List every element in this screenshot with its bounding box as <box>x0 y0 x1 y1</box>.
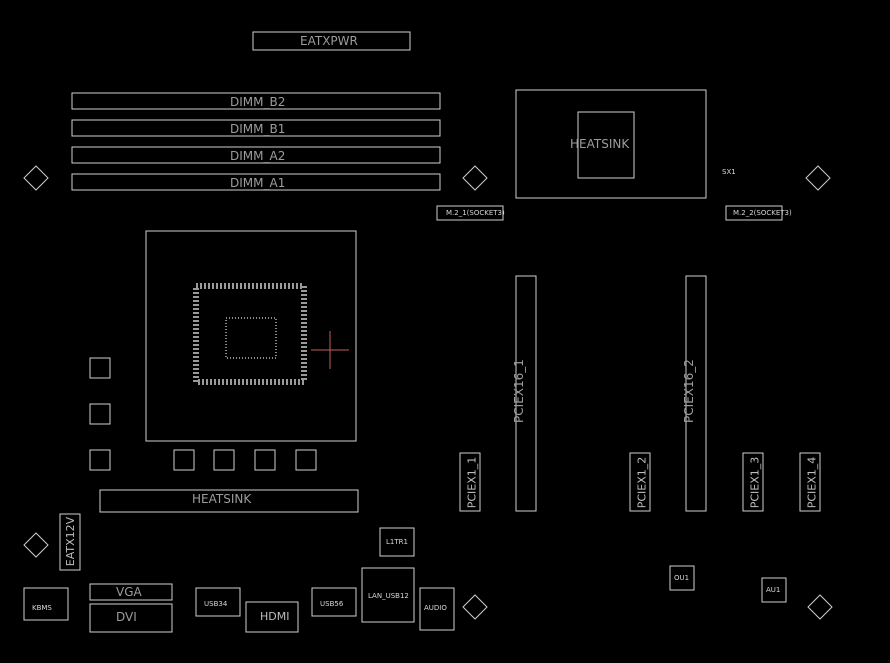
dimm-slot-b1 <box>71 119 441 137</box>
usb34-port <box>195 587 241 617</box>
m2-2-label: M.2_2(SOCKET3) <box>733 209 792 217</box>
vrm-choke <box>89 357 111 379</box>
kbms-port <box>23 587 69 621</box>
vga-port <box>89 583 173 601</box>
dimm-a1-label: DIMM_A1 <box>230 176 286 190</box>
vrm-choke <box>254 449 276 471</box>
vrm-choke <box>89 403 111 425</box>
vrm-heatsink-label: HEATSINK <box>192 492 252 506</box>
audio-port <box>419 587 455 631</box>
l1tr1-component <box>379 527 415 557</box>
cpu-socket <box>145 230 357 442</box>
cpu-pins <box>193 283 307 385</box>
lan-usb-port <box>361 567 415 623</box>
m2-socket-2 <box>725 205 783 221</box>
usb56-port <box>311 587 357 617</box>
vrm-choke <box>173 449 195 471</box>
vga-label: VGA <box>116 585 142 599</box>
kbms-label: KBMS <box>32 604 52 612</box>
pciex1-4-label: PCIEX1_4 <box>805 456 819 509</box>
mount-hole <box>23 532 49 558</box>
chipset-heatsink-label: HEATSINK <box>570 137 630 151</box>
mount-hole <box>462 594 488 620</box>
pciex16-2-label: PCIEX16_2 <box>681 359 696 423</box>
dvi-port <box>89 603 173 633</box>
pciex1-1-label: PCIEX1_1 <box>465 456 479 509</box>
eatx12v-label: EATX12V <box>64 516 78 567</box>
vrm-choke <box>213 449 235 471</box>
chipset <box>577 111 635 179</box>
ou1-chip <box>669 565 695 591</box>
dimm-b1-label: DIMM_B1 <box>230 122 286 136</box>
hdmi-port <box>245 601 299 633</box>
m2-socket-1 <box>436 205 504 221</box>
chipset-heatsink <box>515 89 707 199</box>
dimm-slot-a1 <box>71 173 441 191</box>
pciex1-slot-3 <box>742 452 764 512</box>
lan-usb-label: LAN_USB12 <box>368 592 409 600</box>
dvi-label: DVI <box>116 610 137 624</box>
pciex16-slot-1 <box>515 275 537 512</box>
mount-hole <box>805 165 831 191</box>
ou1-label: OU1 <box>674 574 690 582</box>
pciex1-slot-1 <box>459 452 481 512</box>
dimm-a2-label: DIMM_A2 <box>230 149 286 163</box>
pciex1-slot-4 <box>799 452 821 512</box>
vrm-choke <box>295 449 317 471</box>
dimm-slot-b2 <box>71 92 441 110</box>
usb34-label: USB34 <box>204 600 228 608</box>
pciex16-slot-2 <box>685 275 707 512</box>
m2-1-label: M.2_1(SOCKET3) <box>446 209 505 217</box>
mount-hole <box>807 594 833 620</box>
mount-hole <box>462 165 488 191</box>
dimm-slot-a2 <box>71 146 441 164</box>
pciex1-3-label: PCIEX1_3 <box>748 456 762 509</box>
pciex16-1-label: PCIEX16_1 <box>511 359 526 423</box>
au1-label: AU1 <box>766 586 781 594</box>
eatxpwr-label: EATXPWR <box>300 34 358 48</box>
mount-hole <box>23 165 49 191</box>
eatx12v-connector <box>59 513 81 571</box>
hdmi-label: HDMI <box>260 610 290 623</box>
pciex1-2-label: PCIEX1_2 <box>635 456 649 509</box>
sx1-label: SX1 <box>722 168 736 176</box>
vrm-choke <box>89 449 111 471</box>
audio-label: AUDIO <box>424 604 447 612</box>
eatxpwr-connector <box>252 31 411 51</box>
l1tr1-label: L1TR1 <box>386 538 408 546</box>
dimm-b2-label: DIMM_B2 <box>230 95 286 109</box>
usb56-label: USB56 <box>320 600 344 608</box>
vrm-heatsink <box>99 489 359 513</box>
cpu-pins-inner <box>225 317 277 359</box>
pciex1-slot-2 <box>629 452 651 512</box>
au1-chip <box>761 577 787 603</box>
